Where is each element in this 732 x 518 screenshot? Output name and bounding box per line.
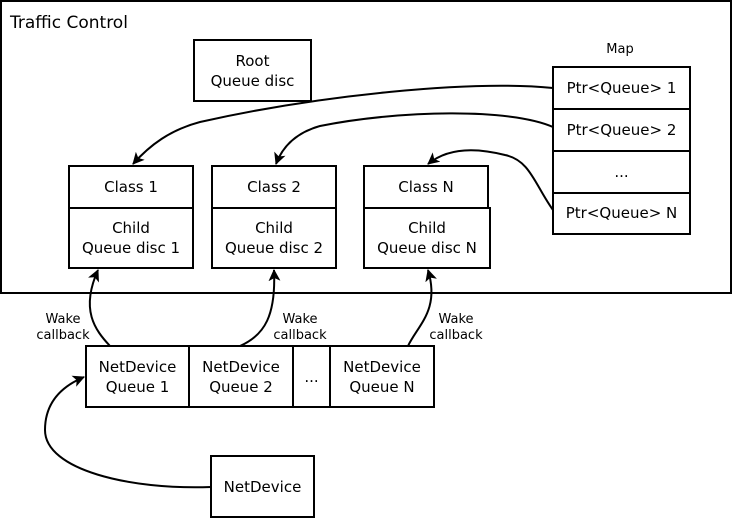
- netdevice-box: [210, 455, 315, 518]
- child-queue-disc-1-box: [68, 207, 194, 269]
- wake-callback-1-line1: Wake: [45, 312, 80, 327]
- root-queue-disc-line1: Root: [236, 52, 270, 70]
- class-n-label: Class N: [398, 178, 453, 196]
- arrow-map-entry-2-to-class-2: [274, 112, 554, 165]
- netdevice-label: NetDevice: [224, 478, 302, 496]
- map-entry-ellipsis: [552, 150, 691, 194]
- class-n-box: [363, 165, 489, 209]
- netdevice-queue-1-line2: Queue 1: [106, 378, 170, 396]
- child-queue-disc-n-box: [363, 207, 491, 269]
- wake-callback-2-line2: callback: [273, 328, 327, 343]
- netdevice-queue-2-box: [188, 345, 294, 408]
- child-queue-disc-2-line1: Child: [255, 219, 293, 237]
- netdevice-queue-2-line1: NetDevice: [202, 358, 280, 376]
- arrow-wake-callback-n: [407, 269, 437, 347]
- wake-callback-n-line2: callback: [429, 328, 483, 343]
- root-queue-disc-box: [193, 39, 312, 102]
- netdevice-queue-n-box: [329, 345, 435, 408]
- child-queue-disc-2-line2: Queue disc 2: [225, 239, 323, 257]
- netdevice-queue-1-box: [85, 345, 190, 408]
- child-queue-disc-1-line1: Child: [112, 219, 150, 237]
- child-queue-disc-2-box: [211, 207, 337, 269]
- map-entry-2-label: Ptr<Queue> 2: [567, 121, 677, 139]
- arrow-netdevice-to-queue-1: [43, 375, 212, 489]
- map-entry-1-label: Ptr<Queue> 1: [567, 79, 677, 97]
- class-1-box: [68, 165, 194, 209]
- root-queue-disc-line2: Queue disc: [211, 72, 295, 90]
- arrow-wake-callback-1: [88, 269, 111, 347]
- netdevice-queue-ellipsis-box: [292, 345, 331, 408]
- map-entry-n: [552, 192, 691, 235]
- map-label: Map: [606, 42, 633, 57]
- child-queue-disc-n-line1: Child: [408, 219, 446, 237]
- netdevice-queue-1-line1: NetDevice: [99, 358, 177, 376]
- map-entry-ellipsis-label: ...: [614, 163, 628, 181]
- class-1-label: Class 1: [104, 178, 158, 196]
- map-entry-n-label: Ptr<Queue> N: [566, 204, 678, 222]
- wake-callback-1-line2: callback: [36, 328, 90, 343]
- traffic-control-title: Traffic Control: [9, 13, 128, 33]
- arrow-map-entry-1-to-class-1: [132, 84, 554, 165]
- class-2-label: Class 2: [247, 178, 301, 196]
- child-queue-disc-n-line2: Queue disc N: [377, 239, 477, 257]
- netdevice-queue-n-line2: Queue N: [349, 378, 414, 396]
- child-queue-disc-1-line2: Queue disc 1: [82, 239, 180, 257]
- map-entry-1: [552, 66, 691, 110]
- arrow-map-entry-n-to-class-n: [427, 149, 554, 211]
- netdevice-queue-2-line2: Queue 2: [209, 378, 273, 396]
- netdevice-queue-n-line1: NetDevice: [343, 358, 421, 376]
- wake-callback-2-line1: Wake: [282, 312, 317, 327]
- arrow-wake-callback-2: [239, 269, 281, 347]
- wake-callback-n-line1: Wake: [438, 312, 473, 327]
- netdevice-queue-ellipsis-label: ...: [304, 368, 318, 386]
